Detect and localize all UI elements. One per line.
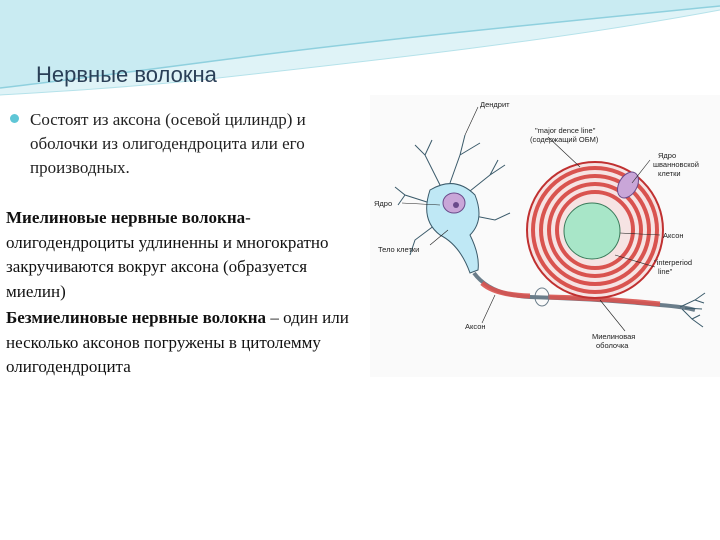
dendrites: [394, 134, 511, 256]
label-axon-cross: Аксон: [663, 231, 684, 240]
label-dendrite: Дендрит: [480, 100, 510, 109]
bullet-text: Состоят из аксона (осевой цилиндр) и обо…: [30, 110, 306, 177]
label-axon: Аксон: [465, 322, 486, 331]
term-myelinated: Миелиновые нервные волокна: [6, 208, 246, 227]
label-schwann-nucleus-2: шванновской: [653, 160, 699, 169]
slide-title: Нервные волокна: [36, 62, 217, 87]
paragraph-myelinated: Миелиновые нервные волокна- олигодендроц…: [6, 206, 356, 304]
definition-unmyelinated: – один или несколько аксонов погружены в…: [6, 308, 349, 376]
label-interperiod-line-2: line": [658, 267, 673, 276]
label-cell-body: Тело клетки: [378, 245, 419, 254]
label-schwann-nucleus-1: Ядро: [658, 151, 676, 160]
label-interperiod-line-1: "interperiod: [654, 258, 692, 267]
term-unmyelinated: Безмиелиновые нервные волокна: [6, 308, 267, 327]
label-schwann-nucleus-3: клетки: [658, 169, 681, 178]
definition-myelinated: - олигодендроциты удлиненны и многократн…: [6, 208, 329, 301]
myelin-cross-section: [526, 161, 664, 299]
bullet-dot-icon: [10, 114, 19, 123]
bullet-item: Состоят из аксона (осевой цилиндр) и обо…: [10, 108, 340, 180]
neuron-myelin-diagram: Дендрит "major dence line" (содержащий О…: [370, 95, 720, 377]
label-major-dense-line-sub: (содержащий ОБМ): [530, 135, 599, 144]
label-myelin-sheath-1: Миелиновая: [592, 332, 635, 341]
label-major-dense-line: "major dence line": [535, 126, 596, 135]
header-wave-decoration: [0, 0, 720, 96]
axon-terminals: [679, 292, 706, 328]
axon-cross-section: [563, 202, 621, 260]
cell-body: [426, 183, 480, 274]
paragraph-unmyelinated: Безмиелиновые нервные волокна – один или…: [6, 306, 356, 380]
label-nucleus: Ядро: [374, 199, 392, 208]
node-wrap: [534, 287, 550, 307]
schwann-nucleus: [617, 171, 639, 199]
label-myelin-sheath-2: оболочка: [596, 341, 629, 350]
pointer-lines: [401, 106, 661, 332]
